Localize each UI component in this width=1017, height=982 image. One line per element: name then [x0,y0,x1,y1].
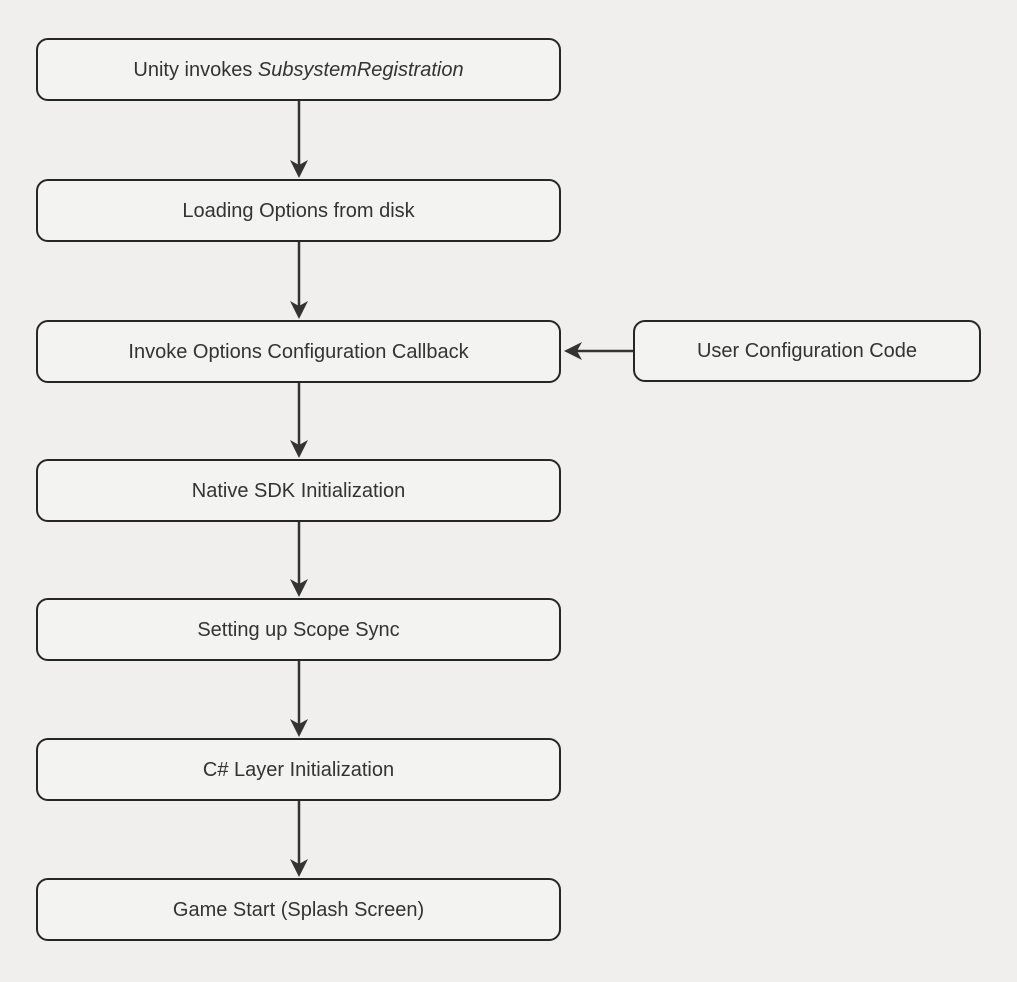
flow-node-label: Native SDK Initialization [191,479,406,502]
flow-node-label: Game Start (Splash Screen) [172,898,425,921]
label-regular-part: Unity invokes [133,58,258,81]
flow-node-label: Loading Options from disk [182,199,415,222]
flow-node-label: Setting up Scope Sync [197,618,400,641]
flow-node-label: Unity invokes SubsystemRegistration [133,58,463,82]
flow-node-game-start: Game Start (Splash Screen) [36,878,561,941]
flow-node-label: User Configuration Code [696,340,918,362]
flow-node-scope-sync: Setting up Scope Sync [36,598,561,661]
flow-node-label: Invoke Options Configuration Callback [128,340,469,363]
flow-node-native-sdk: Native SDK Initialization [36,459,561,522]
flow-node-invoke-callback: Invoke Options Configuration Callback [36,320,561,383]
label-italic-part: SubsystemRegistration [257,58,464,81]
flow-node-label: C# Layer Initialization [202,758,395,781]
flow-node-unity-invokes: Unity invokes SubsystemRegistration [36,38,561,101]
flow-node-csharp-layer: C# Layer Initialization [36,738,561,801]
flow-node-user-config: User Configuration Code [633,320,981,382]
flow-node-loading-options: Loading Options from disk [36,179,561,242]
